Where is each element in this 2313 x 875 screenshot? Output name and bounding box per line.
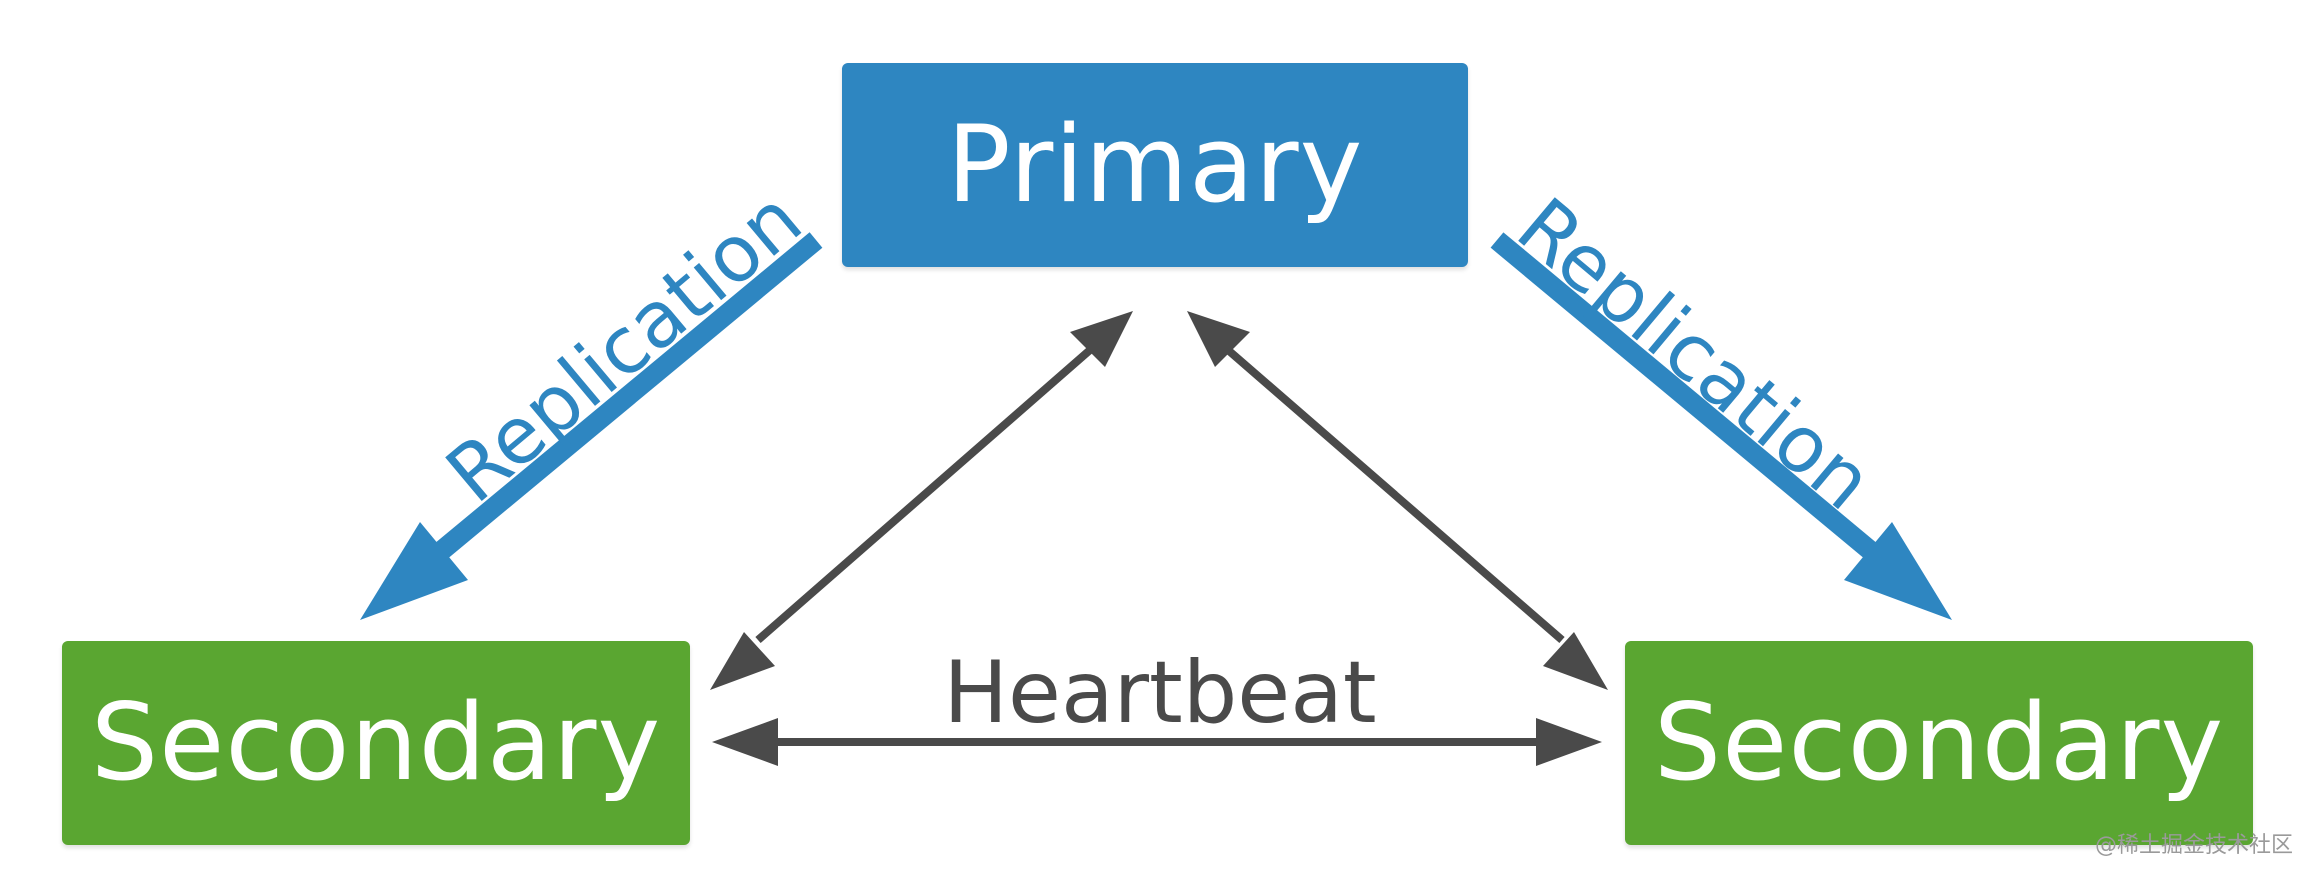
replication-arrow-left [360, 232, 823, 620]
heartbeat-arrow-primary-left [710, 311, 1133, 690]
watermark: @稀土掘金技术社区 [2094, 833, 2293, 858]
secondary-node-right: Secondary [1625, 641, 2253, 845]
heartbeat-arrow-primary-right-head-top [1187, 311, 1250, 367]
heartbeat-arrow-primary-left-shaft [755, 346, 1093, 644]
replication-arrow-left-head [360, 522, 468, 620]
primary-node-label: Primary [946, 103, 1364, 226]
heartbeat-arrow-primary-right-shaft [1225, 346, 1565, 644]
secondary-node-left: Secondary [62, 641, 690, 845]
secondary-node-right-label: Secondary [1653, 681, 2225, 804]
heartbeat-arrow-secondaries-head-left [712, 718, 778, 766]
heartbeat-arrow-secondaries [712, 718, 1602, 766]
heartbeat-arrow-primary-left-head-top [1070, 311, 1133, 367]
replication-arrow-right-head [1844, 522, 1952, 620]
replication-arrow-right-shaft [1490, 232, 1879, 560]
heartbeat-arrow-primary-right [1187, 311, 1608, 690]
heartbeat-arrow-primary-right-head-bottom [1543, 632, 1608, 690]
replication-arrow-right [1490, 232, 1952, 620]
secondary-node-left-label: Secondary [90, 681, 662, 804]
replication-arrow-left-shaft [433, 232, 823, 560]
heartbeat-arrow-secondaries-head-right [1536, 718, 1602, 766]
heartbeat-arrow-primary-left-head-bottom [710, 632, 775, 690]
primary-node: Primary [842, 63, 1468, 267]
heartbeat-label: Heartbeat [943, 643, 1377, 743]
